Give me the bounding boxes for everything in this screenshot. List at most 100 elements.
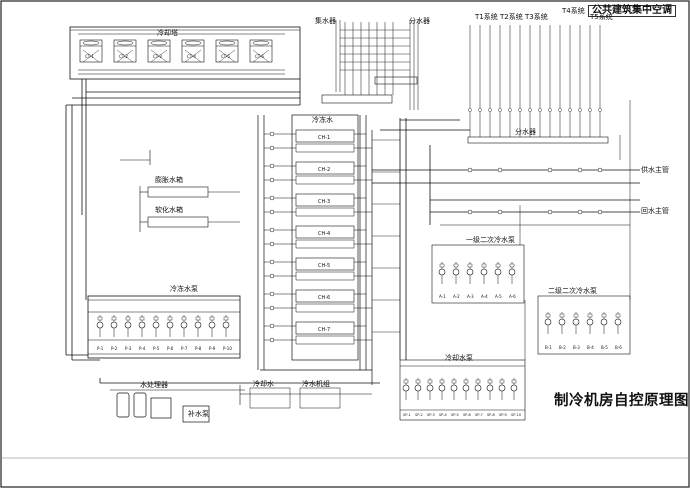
system-label-4: T4系统 [562,7,585,15]
cooling-tower-label: 冷却塔 [157,29,178,37]
pump-tag: P-3 [125,346,132,351]
chilled-pump [166,315,174,337]
cooling-pump [498,378,506,400]
chilled-water-label: 冷冻水 [312,116,333,124]
cooling-pump [510,378,518,400]
cooling-pump [462,378,470,400]
chilled-pump [110,315,118,337]
chilled-pump-label: 冷冻水泵 [170,285,198,293]
pump-tag: SP-2 [415,413,423,417]
riser-valve [478,108,482,112]
secondary-pump-b-label: 二级二次冷水泵 [548,287,597,295]
pump-tag: B-2 [559,345,566,350]
chiller-tag: CH-6 [318,295,330,301]
cooling-tower-tag: CT-6 [255,54,264,59]
pump-tag: P-8 [195,346,202,351]
secondary-pump-a-label: 一级二次冷水泵 [466,236,515,244]
manifold-label: 分水器 [515,128,536,136]
cooling-tower-unit [147,39,171,63]
system-label-1: T1系统 [475,13,498,21]
chiller-tag: CH-1 [318,135,330,141]
chiller-tag: CH-7 [318,327,330,333]
pump-tag: SP-5 [451,413,459,417]
pump-tag: SP-9 [499,413,507,417]
cooling-tower-unit [181,39,205,63]
cooling-pump [450,378,458,400]
pump-tag: P-6 [167,346,174,351]
chiller-unit [264,289,372,313]
secondary-pump-a [494,262,502,284]
pump-tag: SP-6 [463,413,471,417]
cooling-pump [474,378,482,400]
header-valve [467,167,473,173]
cooling-tower-tag: CT-3 [153,54,162,59]
secondary-pump-a [480,262,488,284]
cooling-pump-label: 冷却水泵 [445,354,473,362]
collector-label-top: 集水器 [315,17,336,25]
chiller-unit [264,129,372,153]
pump-tag: P-4 [139,346,146,351]
header-valve [597,209,603,215]
pump-tag: A-1 [439,294,446,299]
riser-valve [548,108,552,112]
secondary-pump-group-a [431,244,525,304]
secondary-pump-b [600,312,608,334]
tertiary-pump-group [399,359,526,421]
secondary-pump-b [558,312,566,334]
riser-valve [528,108,532,112]
chilled-pump [96,315,104,337]
pump-tag: P-7 [181,346,188,351]
pump-tag: A-4 [481,294,488,299]
pump-tag: A-2 [453,294,460,299]
riser-valve [468,108,472,112]
chiller-unit [264,257,372,281]
chiller-column-frame [291,114,359,361]
chiller-tag: CH-3 [318,199,330,205]
pump-tag: P-2 [111,346,118,351]
pump-tag: B-4 [587,345,594,350]
cooling-tower-unit [215,39,239,63]
chilled-pump [208,315,216,337]
cooling-tower-tag: CT-1 [85,54,94,59]
chiller-unit [264,225,372,249]
pump-tag: A-6 [509,294,516,299]
cooling-pump [486,378,494,400]
riser-valve [538,108,542,112]
header-valve [467,209,473,215]
system-label-3: T3系统 [525,13,548,21]
header-valve [547,209,553,215]
riser-valve [568,108,572,112]
chilled-pump [124,315,132,337]
pump-tag: P-5 [153,346,160,351]
secondary-pump-a [452,262,460,284]
header-valve [547,167,553,173]
secondary-pump-a [466,262,474,284]
system-label-5: T5系统 [590,13,613,21]
secondary-pump-a [438,262,446,284]
make-up-label: 补水泵 [188,410,209,418]
secondary-pump-b [586,312,594,334]
chilled-pump [180,315,188,337]
pump-tag: P-1 [97,346,104,351]
cooling-tower-unit [113,39,137,63]
secondary-pump-group-b [537,295,631,355]
chiller-unit [264,193,372,217]
secondary-pump-b [614,312,622,334]
chilled-pump [138,315,146,337]
cooling-pump [438,378,446,400]
riser-valve [508,108,512,112]
treatment-label: 水处理器 [140,381,168,389]
header-valve [577,209,583,215]
chiller-unit [264,321,372,345]
header-valve [497,167,503,173]
chiller-label: 冷水机组 [302,380,330,388]
cooling-tower-tag: CT-4 [187,54,196,59]
cooling-pump [414,378,422,400]
pump-tag: SP-10 [511,413,521,417]
chilled-pump [222,315,230,337]
cooling-tower-unit [249,39,273,63]
pump-tag: P-10 [223,346,232,351]
chiller-unit [264,161,372,185]
system-label-2: T2系统 [500,13,523,21]
header-valve [577,167,583,173]
